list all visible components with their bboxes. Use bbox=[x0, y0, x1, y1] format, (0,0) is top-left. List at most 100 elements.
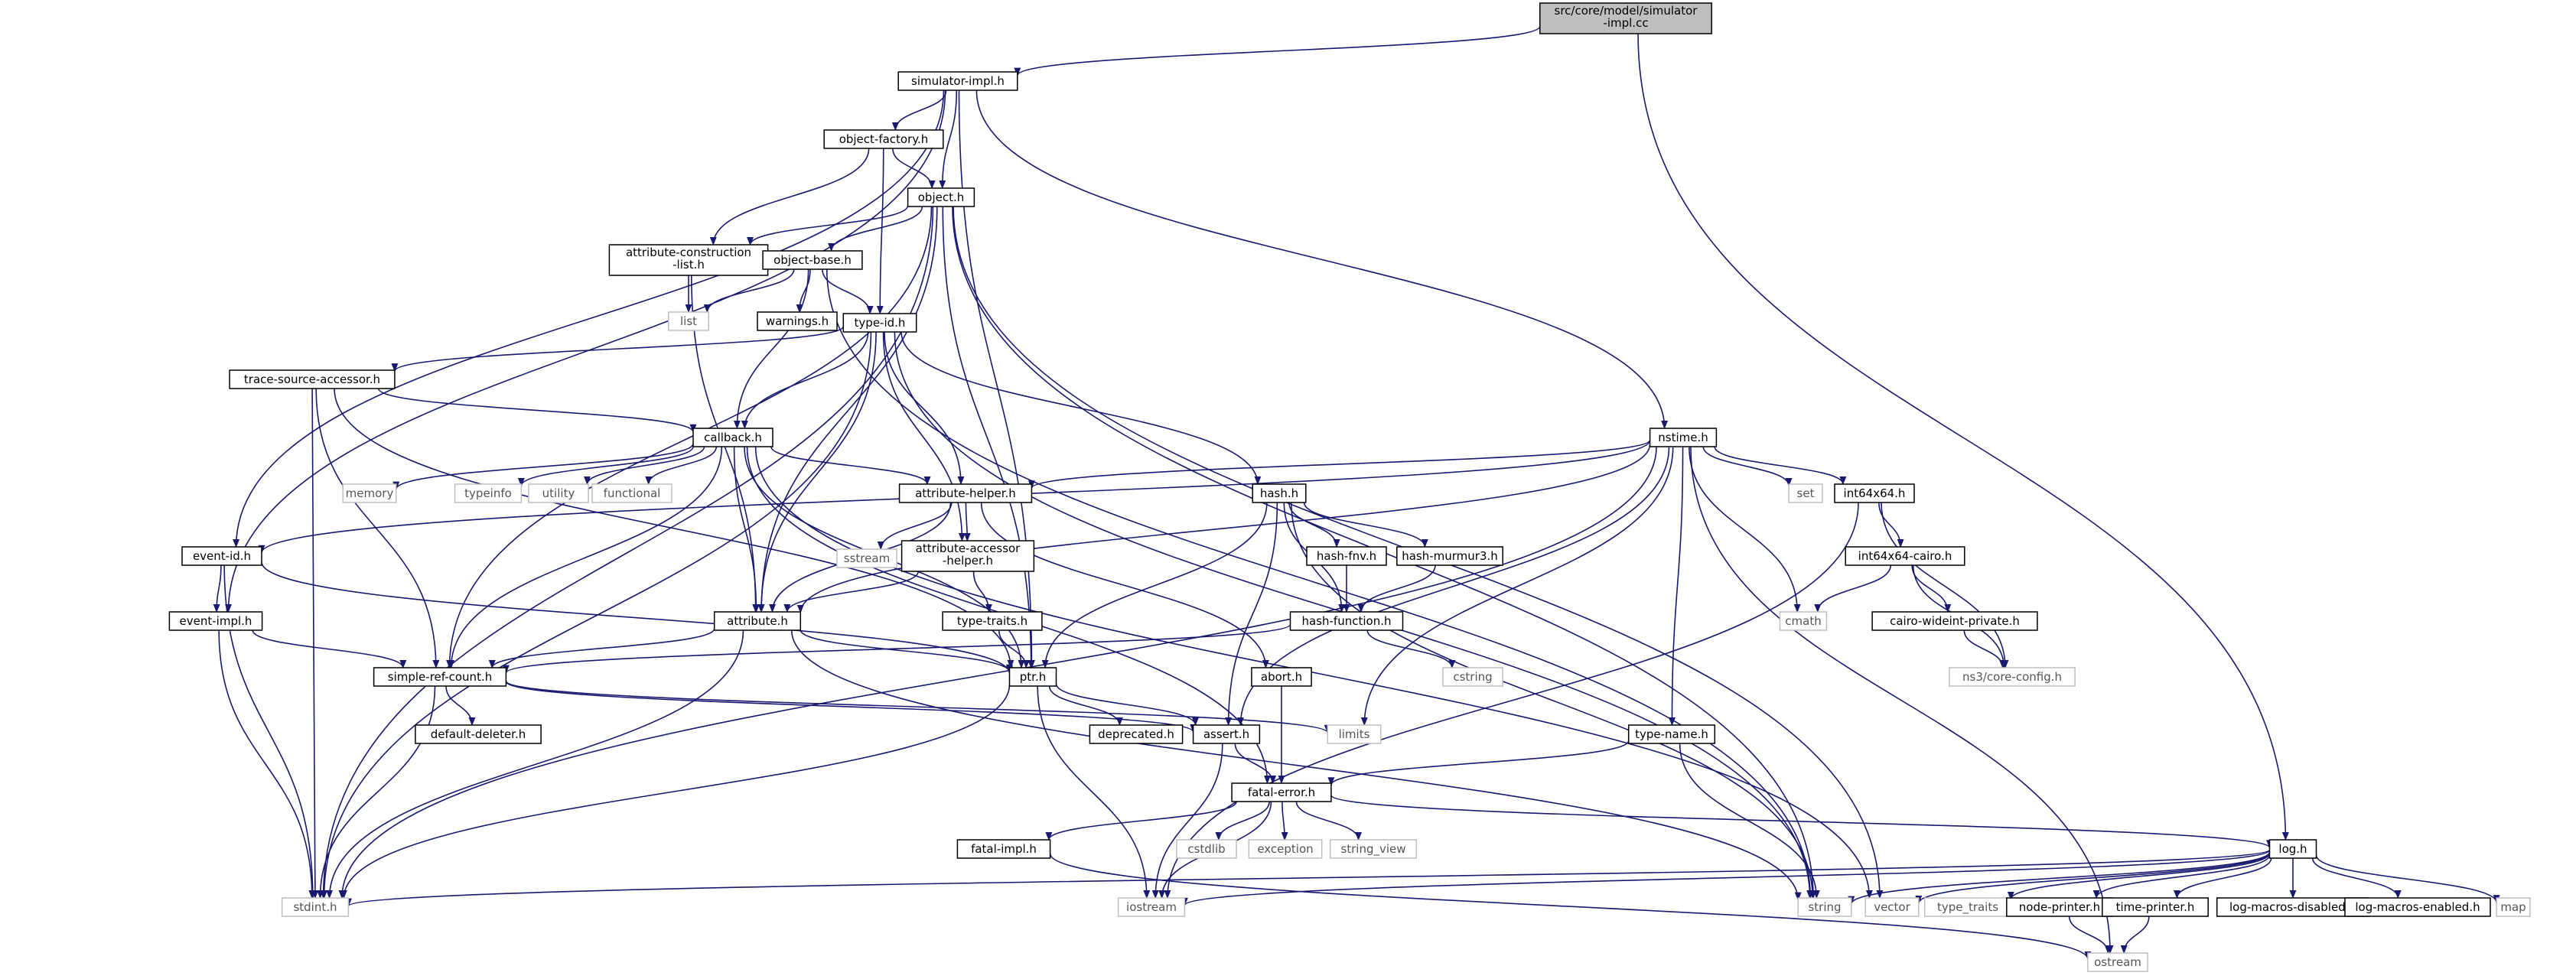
graph-node-root[interactable]: src/core/model/simulator-impl.cc bbox=[1539, 2, 1712, 34]
node-box bbox=[1117, 897, 1186, 917]
graph-node-fatalimpl[interactable]: fatal-impl.h bbox=[956, 839, 1051, 859]
edge-objfactory-to-attrconst bbox=[709, 148, 870, 246]
graph-node-functional[interactable]: functional bbox=[591, 483, 672, 503]
graph-node-logdis[interactable]: log-macros-disabled.h bbox=[2216, 897, 2370, 917]
graph-node-ptr[interactable]: ptr.h bbox=[1008, 667, 1057, 687]
graph-node-defdel[interactable]: default-deleter.h bbox=[415, 724, 542, 744]
graph-node-attrconst[interactable]: attribute-construction-list.h bbox=[608, 244, 769, 276]
node-label: memory bbox=[346, 486, 394, 500]
node-label: cstdlib bbox=[1187, 842, 1225, 856]
node-label: -helper.h bbox=[943, 554, 993, 568]
node-label: -impl.cc bbox=[1603, 16, 1648, 30]
graph-node-attrhelper[interactable]: attribute-helper.h bbox=[898, 483, 1033, 503]
graph-node-memory[interactable]: memory bbox=[342, 483, 397, 503]
graph-node-log[interactable]: log.h bbox=[2268, 839, 2317, 859]
graph-node-attracc[interactable]: attribute-accessor-helper.h bbox=[900, 540, 1035, 572]
graph-node-cstdlib[interactable]: cstdlib bbox=[1176, 839, 1237, 859]
graph-node-typetraits[interactable]: type-traits.h bbox=[942, 611, 1043, 631]
graph-node-objbase[interactable]: object-base.h bbox=[762, 250, 863, 270]
edge-callback-to-memory bbox=[392, 443, 694, 490]
edge-callback-to-attrhelper bbox=[770, 446, 931, 486]
graph-node-attribute[interactable]: attribute.h bbox=[713, 611, 802, 631]
node-label: object-base.h bbox=[773, 253, 852, 267]
graph-node-assert[interactable]: assert.h bbox=[1192, 724, 1261, 744]
graph-node-hash[interactable]: hash.h bbox=[1252, 483, 1307, 503]
node-label: stdint.h bbox=[293, 900, 337, 914]
node-label: sstream bbox=[844, 551, 890, 565]
node-box bbox=[281, 897, 350, 917]
graph-node-cairowide[interactable]: cairo-wideint-private.h bbox=[1871, 611, 2038, 631]
graph-node-abort[interactable]: abort.h bbox=[1251, 667, 1312, 687]
edge-typeid-to-attracc bbox=[882, 331, 966, 542]
node-box bbox=[757, 311, 838, 331]
graph-node-nodeprinter[interactable]: node-printer.h bbox=[2006, 897, 2113, 917]
graph-node-typeinfo[interactable]: typeinfo bbox=[454, 483, 523, 503]
graph-node-logen[interactable]: log-macros-enabled.h bbox=[2344, 897, 2491, 917]
graph-node-deprecated[interactable]: deprecated.h bbox=[1089, 724, 1184, 744]
graph-node-map[interactable]: map bbox=[2496, 897, 2531, 917]
graph-node-callback[interactable]: callback.h bbox=[692, 428, 773, 447]
graph-node-hashmurmur[interactable]: hash-murmur3.h bbox=[1396, 546, 1503, 566]
graph-node-sstream[interactable]: sstream bbox=[836, 548, 897, 568]
graph-node-eventid[interactable]: event-id.h bbox=[181, 546, 262, 566]
graph-node-utility[interactable]: utility bbox=[528, 483, 589, 503]
graph-node-typename[interactable]: type-name.h bbox=[1627, 724, 1716, 744]
graph-node-tsa[interactable]: trace-source-accessor.h bbox=[229, 369, 396, 389]
graph-node-nstime[interactable]: nstime.h bbox=[1649, 428, 1718, 447]
graph-node-object[interactable]: object.h bbox=[907, 187, 975, 207]
graph-node-fatalerror[interactable]: fatal-error.h bbox=[1231, 782, 1332, 802]
graph-node-hashfnv[interactable]: hash-fnv.h bbox=[1306, 546, 1387, 566]
graph-node-cmath[interactable]: cmath bbox=[1779, 611, 1828, 631]
graph-node-warnings[interactable]: warnings.h bbox=[757, 311, 838, 331]
graph-node-int64cairo[interactable]: int64x64-cairo.h bbox=[1845, 546, 1965, 566]
node-label: log-macros-disabled.h bbox=[2229, 900, 2356, 914]
edge-fatalerror-to-log bbox=[1330, 794, 2273, 849]
graph-node-typetraitsstd[interactable]: type_traits bbox=[1923, 897, 2012, 917]
graph-node-hashfunc[interactable]: hash-function.h bbox=[1289, 611, 1404, 631]
edge-typeid-to-callback bbox=[741, 331, 869, 430]
edge-log-to-string bbox=[1848, 851, 2271, 905]
edge-typeid-to-attribute bbox=[757, 331, 877, 613]
edge-log-to-logen bbox=[2311, 857, 2402, 899]
node-box bbox=[229, 369, 396, 389]
edge-assert-to-iostream bbox=[1151, 743, 1223, 899]
graph-node-simplerc[interactable]: simple-ref-count.h bbox=[373, 667, 507, 687]
edge-callback-to-utility bbox=[584, 446, 705, 486]
graph-node-limits[interactable]: limits bbox=[1327, 724, 1382, 744]
edge-eventid-to-eventimpl bbox=[213, 564, 222, 613]
node-box bbox=[1845, 546, 1965, 566]
graph-node-ostream[interactable]: ostream bbox=[2087, 952, 2148, 972]
node-label: int64x64.h bbox=[1844, 486, 1906, 500]
graph-node-typeid[interactable]: type-id.h bbox=[842, 313, 917, 333]
edge-objbase-to-warnings bbox=[796, 268, 811, 314]
edge-tsa-to-stdint bbox=[311, 388, 319, 899]
edge-simimpl-to-object bbox=[939, 89, 958, 190]
edge-nstime-to-ostream bbox=[1690, 446, 2114, 955]
node-box bbox=[836, 548, 897, 568]
graph-node-timeprinter[interactable]: time-printer.h bbox=[2102, 897, 2209, 917]
graph-node-vector[interactable]: vector bbox=[1864, 897, 1920, 917]
edge-simimpl-to-eventid bbox=[233, 89, 945, 548]
graph-node-stringview[interactable]: string_view bbox=[1329, 839, 1418, 859]
graph-node-iostream[interactable]: iostream bbox=[1117, 897, 1186, 917]
graph-node-exception[interactable]: exception bbox=[1248, 839, 1323, 859]
graph-node-stdint[interactable]: stdint.h bbox=[281, 897, 350, 917]
graph-node-objfactory[interactable]: object-factory.h bbox=[823, 129, 944, 149]
node-label: attribute.h bbox=[727, 614, 788, 628]
graph-node-set[interactable]: set bbox=[1788, 483, 1823, 503]
graph-node-int64[interactable]: int64x64.h bbox=[1834, 483, 1915, 503]
edge-hashmurmur-to-hashfunc bbox=[1357, 564, 1436, 613]
graph-node-string[interactable]: string bbox=[1797, 897, 1852, 917]
edge-simimpl-to-ptr bbox=[958, 89, 1035, 669]
node-box bbox=[823, 129, 944, 149]
node-label: attribute-accessor bbox=[916, 542, 1021, 555]
graph-node-cstring[interactable]: cstring bbox=[1442, 667, 1503, 687]
graph-node-simimpl[interactable]: simulator-impl.h bbox=[897, 71, 1018, 91]
graph-node-coreconfig[interactable]: ns3/core-config.h bbox=[1949, 667, 2076, 687]
node-label: log-macros-enabled.h bbox=[2355, 900, 2480, 914]
node-label: abort.h bbox=[1261, 670, 1302, 684]
graph-node-list[interactable]: list bbox=[668, 311, 709, 331]
node-label: cairo-wideint-private.h bbox=[1890, 614, 2020, 628]
graph-node-eventimpl[interactable]: event-impl.h bbox=[168, 611, 263, 631]
